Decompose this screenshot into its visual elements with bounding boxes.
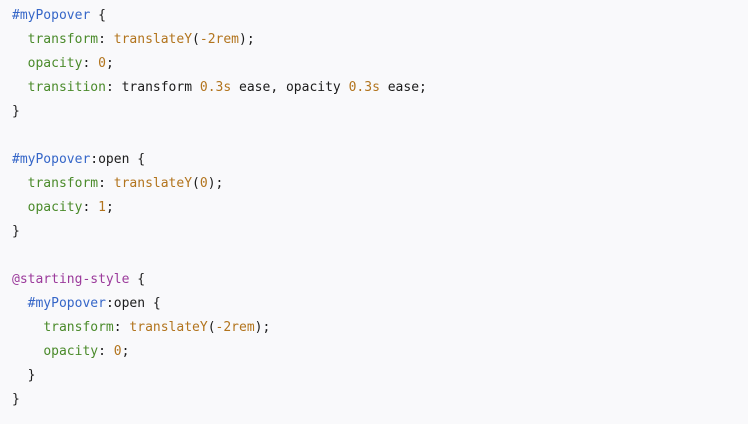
punctuation-token: ); — [207, 176, 224, 191]
value-token: 0.3s — [348, 80, 380, 95]
code-line: } — [12, 364, 748, 388]
value-token: 0 — [98, 56, 106, 71]
punctuation-token: ; — [105, 200, 114, 215]
property-token: transition — [27, 80, 106, 95]
punctuation-token: : — [105, 80, 122, 95]
punctuation-token: { — [129, 272, 146, 287]
punctuation-token: ); — [254, 320, 271, 335]
punctuation-token: } — [27, 368, 36, 383]
property-token: transform — [27, 32, 99, 47]
code-line: #myPopover { — [12, 4, 748, 28]
code-line: #myPopover:open { — [12, 292, 748, 316]
code-line: opacity: 1; — [12, 196, 748, 220]
punctuation-token: :open { — [90, 152, 146, 167]
indent — [12, 56, 28, 71]
code-line: } — [12, 388, 748, 412]
code-line — [12, 124, 748, 148]
punctuation-token: ); — [239, 32, 255, 47]
indent — [12, 344, 43, 359]
at-rule-token: @starting-style — [12, 272, 130, 287]
indent — [12, 200, 28, 215]
punctuation-token: ( — [207, 320, 216, 335]
keyword-token: ease, opacity — [231, 80, 349, 95]
code-line: transform: translateY(0); — [12, 172, 748, 196]
function-token: translateY — [113, 32, 193, 47]
punctuation-token: ; — [105, 56, 114, 71]
value-token: -2rem — [215, 320, 255, 335]
property-token: opacity — [27, 200, 83, 215]
code-line: } — [12, 220, 748, 244]
punctuation-token: ( — [192, 32, 200, 47]
punctuation-token: } — [12, 392, 20, 407]
punctuation-token: : — [82, 56, 99, 71]
punctuation-token: : — [113, 320, 130, 335]
punctuation-token: } — [12, 104, 20, 119]
code-line: transform: translateY(-2rem); — [12, 316, 748, 340]
punctuation-token: { — [90, 8, 106, 23]
property-token: transform — [27, 176, 99, 191]
value-token: 0 — [199, 176, 208, 191]
indent — [12, 176, 28, 191]
code-line — [12, 244, 748, 268]
selector-token: #myPopover — [12, 8, 91, 23]
indent — [12, 80, 28, 95]
code-line: opacity: 0; — [12, 52, 748, 76]
css-code: #myPopover { transform: translateY(-2rem… — [12, 4, 748, 412]
indent — [12, 296, 28, 311]
code-line: transform: translateY(-2rem); — [12, 28, 748, 52]
code-line: } — [12, 100, 748, 124]
indent — [12, 32, 28, 47]
punctuation-token: :open { — [105, 296, 161, 311]
code-line: opacity: 0; — [12, 340, 748, 364]
function-token: translateY — [129, 320, 208, 335]
code-line: transition: transform 0.3s ease, opacity… — [12, 76, 748, 100]
value-token: 0.3s — [199, 80, 232, 95]
value-token: -2rem — [199, 32, 240, 47]
indent — [12, 320, 43, 335]
function-token: translateY — [113, 176, 193, 191]
value-token: 1 — [98, 200, 106, 215]
property-token: transform — [43, 320, 114, 335]
punctuation-token: } — [12, 224, 20, 239]
code-line: #myPopover:open { — [12, 148, 748, 172]
punctuation-token: : — [98, 176, 114, 191]
punctuation-token: : — [98, 32, 114, 47]
property-token: opacity — [43, 344, 99, 359]
punctuation-token: ( — [192, 176, 200, 191]
value-token: 0 — [113, 344, 122, 359]
punctuation-token: : — [82, 200, 99, 215]
indent — [12, 368, 28, 383]
punctuation-token: : — [98, 344, 114, 359]
selector-token: #myPopover — [12, 152, 91, 167]
punctuation-token: ; — [121, 344, 130, 359]
code-line: @starting-style { — [12, 268, 748, 292]
property-token: opacity — [27, 56, 83, 71]
keyword-token: transform — [121, 80, 200, 95]
selector-token: #myPopover — [27, 296, 106, 311]
punctuation-token: ; — [419, 80, 427, 95]
keyword-token: ease — [379, 80, 420, 95]
